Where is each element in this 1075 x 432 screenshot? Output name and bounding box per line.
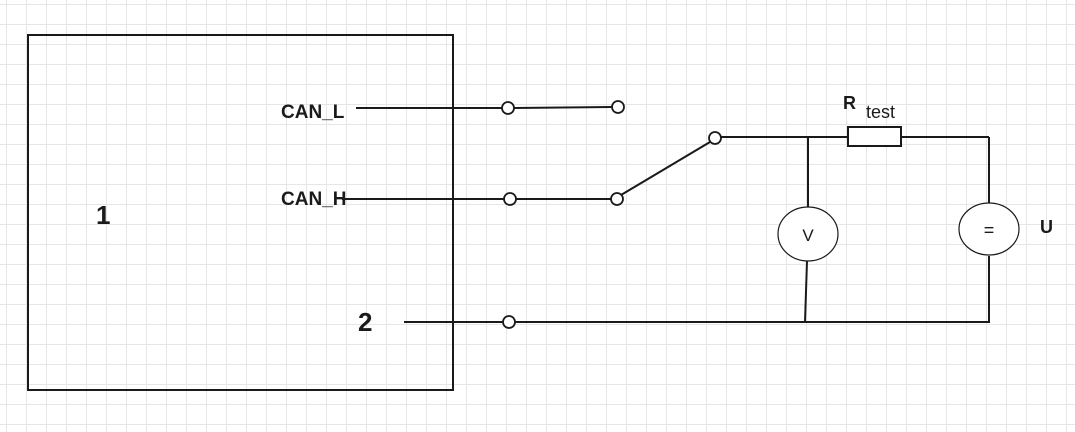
can-l-terminal-right [611, 100, 625, 114]
voltage-source-circle [958, 202, 1020, 256]
can-l-open-link [513, 106, 613, 109]
can-l-label: CAN_L [281, 102, 345, 123]
voltage-source-symbol: = [984, 220, 995, 240]
switch-arm [620, 141, 711, 196]
can-h-terminal-right [610, 192, 624, 206]
ground-pin-label: 2 [358, 307, 372, 337]
ground-terminal [502, 315, 516, 329]
block-number-label: 1 [96, 200, 110, 230]
voltmeter-symbol: V [802, 226, 814, 245]
resistor-label: R [843, 93, 856, 113]
can-l-terminal-left [501, 101, 515, 115]
voltmeter-circle [777, 206, 839, 262]
switch-pivot-terminal [708, 131, 722, 145]
resistor-label-subscript: test [866, 102, 895, 122]
voltmeter-wire-lower [804, 260, 808, 323]
voltage-source-label: U [1040, 217, 1053, 237]
can-h-label: CAN_H [281, 189, 346, 210]
device-block [27, 34, 454, 391]
test-resistor [847, 126, 902, 147]
can-h-terminal-left [503, 192, 517, 206]
